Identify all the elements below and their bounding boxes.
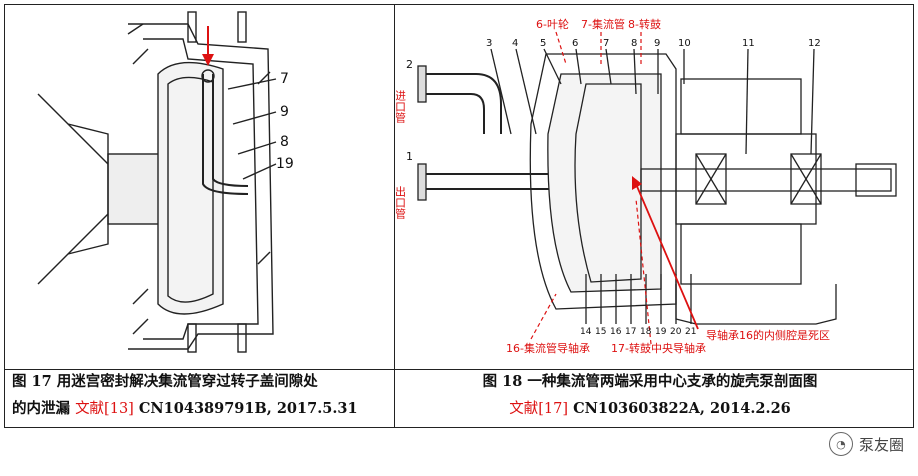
fig18-num-9: 9 <box>654 38 660 49</box>
fig18-label-inlet: 进口管 <box>396 90 407 124</box>
fig18-num-17: 17 <box>625 327 636 337</box>
fig17-caption: 图 17 用迷宫密封解决集流管穿过转子盖间隙处 的内泄漏 文献[13] CN10… <box>8 368 386 424</box>
caption-divider <box>5 369 913 370</box>
fig18-label-outlet: 出口管 <box>396 185 407 220</box>
fig18-num-8: 8 <box>631 38 637 49</box>
fig18-num-2: 2 <box>406 58 413 71</box>
fig18-num-4: 4 <box>512 38 518 49</box>
fig17-caption-line1: 图 17 用迷宫密封解决集流管穿过转子盖间隙处 <box>12 373 318 390</box>
fig18-num-6: 6 <box>572 38 578 49</box>
watermark-text: 泵友圈 <box>858 435 904 454</box>
fig18-num-12: 12 <box>808 38 821 49</box>
fig18-num-21: 21 <box>685 327 696 337</box>
fig18-num-3: 3 <box>486 38 492 49</box>
fig18-annot-drum-bearing: 17-转鼓中央导轴承 <box>611 341 706 355</box>
fig18-num-11: 11 <box>742 38 755 49</box>
fig18-num-15: 15 <box>595 327 606 337</box>
fig18-annot-collector-bearing: 16-集流管导轴承 <box>506 341 590 355</box>
fig17-label-8: 8 <box>280 134 289 150</box>
fig18-num-7: 7 <box>603 38 609 49</box>
fig18-caption-line2: 文献[17] CN103603822A, 2014.2.26 <box>394 395 906 423</box>
fig18-label-collector: 7-集流管 <box>581 17 625 31</box>
fig18-num-10: 10 <box>678 38 691 49</box>
column-divider <box>394 5 395 427</box>
fig17-label-9: 9 <box>280 104 289 120</box>
fig17-caption-ref: 文献[13] <box>75 401 134 417</box>
fig18-caption: 图 18 一种集流管两端采用中心支承的旋壳泵剖面图 文献[17] CN10360… <box>394 368 906 424</box>
fig18-num-19: 19 <box>655 327 667 337</box>
watermark: ◔ 泵友圈 <box>828 432 904 456</box>
fig17-label-19: 19 <box>276 156 294 172</box>
fig18-num-5: 5 <box>540 38 546 49</box>
fig18-num-1: 1 <box>406 150 413 163</box>
fig18-caption-patent: CN103603822A, 2014.2.26 <box>573 400 791 417</box>
fig17-caption-patent: CN104389791B, 2017.5.31 <box>138 400 358 417</box>
fig18-annot-dead-zone: 导轴承16的内侧腔是死区 <box>706 328 830 342</box>
fig18-num-20: 20 <box>670 327 682 337</box>
figure-table <box>4 4 914 428</box>
fig17-caption-line2: 的内泄漏 文献[13] CN104389791B, 2017.5.31 <box>12 395 382 423</box>
fig17-drawing: 7 9 8 19 <box>37 11 294 353</box>
fig18-drawing: 3 4 5 6 7 8 9 10 11 12 6-叶轮 7-集流管 8-转鼓 1… <box>396 17 897 355</box>
fig18-caption-ref: 文献[17] <box>509 401 569 417</box>
fig18-num-18: 18 <box>640 327 652 337</box>
fig17-label-7: 7 <box>280 71 289 87</box>
fig18-num-14: 14 <box>580 327 592 337</box>
fig18-num-16: 16 <box>610 327 622 337</box>
fig17-caption-prefix: 的内泄漏 <box>12 400 70 417</box>
fig18-label-drum: 8-转鼓 <box>628 17 661 31</box>
chat-bubble-icon: ◔ <box>828 432 853 456</box>
fig18-caption-line1: 图 18 一种集流管两端采用中心支承的旋壳泵剖面图 <box>482 373 818 390</box>
fig18-label-impeller: 6-叶轮 <box>536 17 569 31</box>
